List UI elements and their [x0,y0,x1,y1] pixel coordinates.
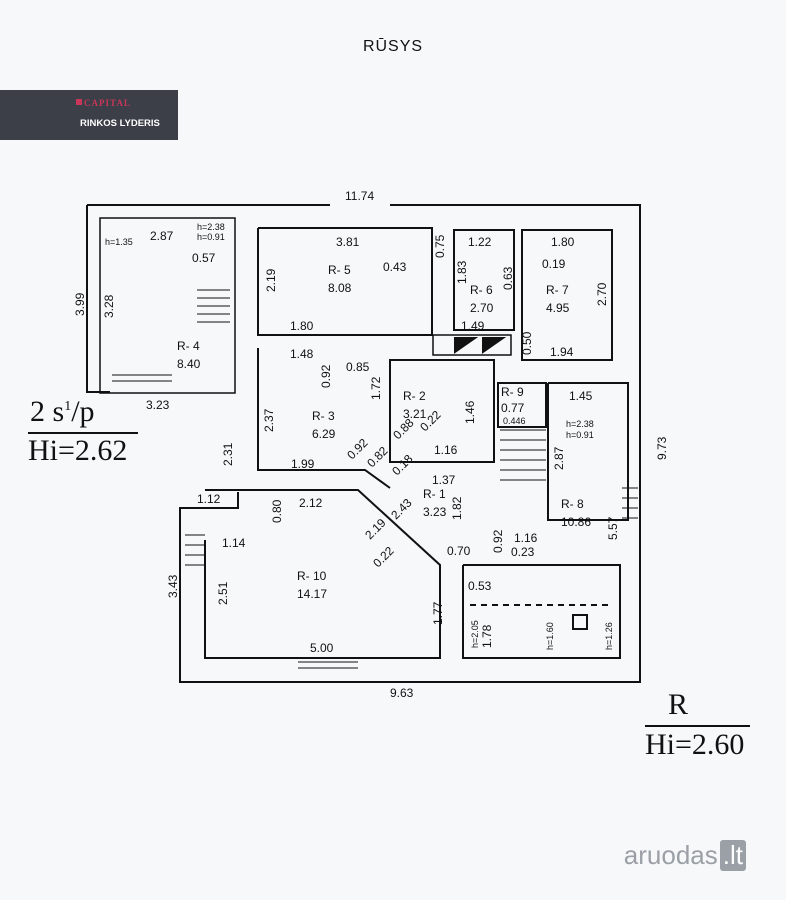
room-area: 2.70 [470,301,494,315]
floor-note-line1: 2 s1/p [30,395,95,428]
dimension-label: 3.99 [73,292,87,316]
room-area: 10.86 [561,515,591,529]
dimension-label: 0.92 [491,529,505,553]
room-id: R- 4 [177,339,200,353]
floor-note-height: Hi=2.62 [28,434,128,467]
room-id: R- 1 [423,487,446,501]
dimension-label: 2.37 [262,408,276,432]
dimension-label: 0.80 [270,499,284,523]
dimension-label: 0.57 [192,251,216,265]
room-id: R- 6 [470,283,493,297]
dimension-label: 1.22 [468,235,492,249]
dimension-label: 9.73 [655,436,669,460]
page-title: RŪSYS [362,38,424,55]
room-id: R- 9 [501,385,524,399]
dimension-label: h=0.91 [197,232,225,242]
room-area: 8.08 [328,281,352,295]
dimension-label: h=2.38 [566,419,594,429]
dimension-label: 1.99 [291,457,315,471]
watermark: aruodas.lt [624,840,746,871]
dimension-label: 1.80 [551,235,575,249]
dimension-label: 1.78 [480,624,494,648]
level-note-divider [645,725,750,727]
room-id: R- 3 [312,409,335,423]
dimension-label: 1.16 [514,531,538,545]
floor-note-divider [28,432,138,434]
dimension-label: 0.446 [503,416,526,426]
dimension-label: 1.80 [290,319,314,333]
room-area: 3.23 [423,505,447,519]
dimension-label: 1.82 [450,496,464,520]
dimension-label: 0.63 [501,266,515,290]
room-id: R- 8 [561,497,584,511]
dimension-label: 1.12 [197,492,221,506]
dimension-label: 3.43 [166,574,180,598]
dimension-label: 3.81 [336,235,360,249]
dimension-label: 1.46 [463,400,477,424]
dimension-label: 0.92 [319,364,333,388]
room-area: 6.29 [312,427,336,441]
room-id: R- 7 [546,283,569,297]
level-note-height: Hi=2.60 [645,728,745,761]
dimension-label: 1.48 [290,347,314,361]
dimension-label: 1.49 [461,319,485,333]
dimension-label: 1.77 [431,601,445,625]
dimension-label: 2.31 [221,442,235,466]
dimension-label: 2.70 [595,282,609,306]
dimension-label: 3.23 [146,398,170,412]
room-id: R- 2 [403,389,426,403]
dimension-label: 1.16 [434,443,458,457]
dimension-label: 1.45 [569,389,593,403]
room-area: 3.21 [403,407,427,421]
dimension-label: h=1.35 [105,237,133,247]
dimension-label: 1.94 [550,345,574,359]
dimension-label: 1.14 [222,536,246,550]
level-note-label: R [668,688,689,721]
dimension-label: 0.22 [370,543,397,570]
dimension-label: 0.50 [520,331,534,355]
company-logo: CAPITAL RINKOS LYDERIS [0,90,178,140]
dimension-label: 0.85 [346,360,370,374]
dimension-label: 0.19 [542,257,566,271]
dimension-label: h=2.05 [470,620,480,648]
dimension-label: 2.43 [388,495,415,522]
dimension-label: h=2.38 [197,222,225,232]
room-id: R- 10 [297,569,327,583]
logo-tagline: RINKOS LYDERIS [80,118,160,129]
dimension-label: 0.43 [383,260,407,274]
dimension-label: 0.70 [447,544,471,558]
dimension-label: h=0.91 [566,430,594,440]
logo-mark-icon [76,99,82,105]
dimension-label: 5.00 [310,641,334,655]
dimension-label: 2.12 [299,496,323,510]
dimension-label: 2.19 [264,268,278,292]
dimension-label: 3.28 [102,294,116,318]
dimension-label: h=1.26 [604,622,614,650]
room-id: R- 5 [328,263,351,277]
dimension-label: h=1.60 [545,622,555,650]
dimension-label: 9.63 [390,686,414,700]
dimension-label: 5.57 [606,516,620,540]
dimension-label: 1.83 [455,260,469,284]
dimension-label: 0.53 [468,579,492,593]
room-area: 4.95 [546,301,570,315]
dimension-label: 11.74 [345,189,374,203]
dimension-label: 0.23 [511,545,535,559]
dimension-label: 2.51 [216,581,230,605]
room-area: 8.40 [177,357,201,371]
dimension-label: 1.72 [369,376,383,400]
dimension-label: 2.87 [552,446,566,470]
logo-brand: CAPITAL [84,98,131,108]
dimension-label: 1.37 [432,473,456,487]
dimension-label: 2.19 [362,515,389,542]
dimension-label: 0.75 [433,234,447,258]
room-area: 0.77 [501,401,525,415]
room-area: 14.17 [297,587,327,601]
dimension-label: 0.18 [389,451,416,478]
dimension-label: 2.87 [150,229,174,243]
